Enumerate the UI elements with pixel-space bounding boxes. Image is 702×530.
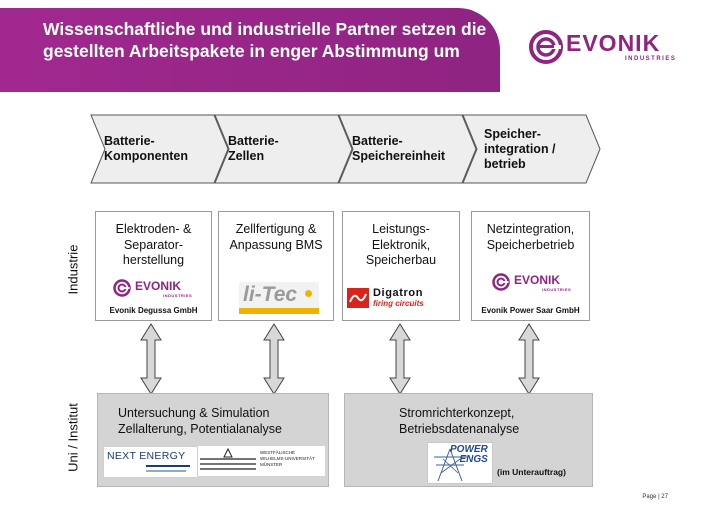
evonik-emblem-icon <box>529 30 563 64</box>
chevron-shape <box>214 114 353 184</box>
evonik-small-logo-subtext: INDUSTRIES <box>163 293 193 298</box>
uni-box-text: Untersuchung & Simulation Zellalterung, … <box>118 406 282 436</box>
chevron-shape <box>90 114 229 184</box>
evonik-small-logo-text: EVONIK <box>514 273 561 287</box>
li-tec-logo-text: li-Tec <box>243 283 298 306</box>
evonik-logo-subtext: INDUSTRIES <box>625 56 677 62</box>
university-building-icon <box>200 447 256 470</box>
evonik-logo: EVONIK INDUSTRIES <box>528 27 678 71</box>
evonik-emblem-icon <box>113 279 131 297</box>
phase-label: Batterie- Zellen <box>228 134 279 163</box>
double-arrow-icon <box>263 323 285 395</box>
li-tec-stripe <box>239 308 319 314</box>
evonik-small-logo-subtext: INDUSTRIES <box>542 287 572 292</box>
double-arrow-icon <box>140 323 162 395</box>
industry-box-2: Zellfertigung & Anpassung BMS li-Tec <box>218 211 334 321</box>
phase-label: Batterie- Speichereinheit <box>352 134 446 163</box>
industry-box-4: Netzintegration, Speicherbetrieb EVONIK … <box>471 211 590 321</box>
industry-box-3: Leistungs- Elektronik, Speicherbau Digat… <box>342 211 460 321</box>
power-engs-logo: POWER ENGS <box>427 442 493 484</box>
phase-chevron-2: Batterie- Zellen <box>214 114 354 184</box>
industry-box-text: Leistungs- Elektronik, Speicherbau <box>365 222 437 267</box>
evonik-small-logo: EVONIK INDUSTRIES <box>492 272 582 294</box>
industry-box-text: Zellfertigung & Anpassung BMS <box>229 222 323 252</box>
chevron-shape <box>462 114 601 184</box>
page-number: Page | 27 <box>642 494 668 500</box>
uni-box-1: Untersuchung & Simulation Zellalterung, … <box>97 393 329 487</box>
phase-chevron-1: Batterie- Komponenten <box>90 114 230 184</box>
industry-box-text: Elektroden- & Separator- herstellung <box>115 222 192 267</box>
phase-chevron-4: Speicher- integration / betrieb <box>462 114 602 184</box>
industry-box-1: Elektroden- & Separator- herstellung EVO… <box>95 211 212 321</box>
phase-label: Batterie- Komponenten <box>104 134 189 163</box>
company-name: Evonik Power Saar GmbH <box>481 306 580 315</box>
phase-label: Speicher- integration / betrieb <box>484 126 556 171</box>
next-energy-logo: NEXT ENERGY <box>103 446 198 478</box>
row-label-uni: Uni / Institut <box>65 403 81 472</box>
digatron-logo: Digatron firing circuits <box>347 286 457 310</box>
evonik-emblem-icon <box>492 273 510 291</box>
double-arrow-icon <box>389 323 411 395</box>
header-band <box>0 8 500 92</box>
digatron-logo-subtext: firing circuits <box>373 299 424 308</box>
industry-box-text: Netzintegration, Speicherbetrieb <box>486 222 575 252</box>
uni-box-text: Stromrichterkonzept, Betriebsdatenanalys… <box>399 406 520 436</box>
chevron-shape <box>338 114 477 184</box>
row-label-industrie: Industrie <box>65 244 81 295</box>
power-engs-logo-text: POWER ENGS <box>450 444 488 465</box>
next-energy-line <box>146 465 190 467</box>
next-energy-logo-text: NEXT ENERGY <box>107 450 186 462</box>
phase-chevron-3: Batterie- Speichereinheit <box>338 114 478 184</box>
double-arrow-icon <box>518 323 540 395</box>
uni-muenster-logo: WESTFÄLISCHE WILHELMS-UNIVERSITÄT MÜNSTE… <box>198 446 325 476</box>
evonik-small-logo-text: EVONIK <box>135 279 182 293</box>
uni-muenster-logo-text: WESTFÄLISCHE WILHELMS-UNIVERSITÄT MÜNSTE… <box>260 450 315 467</box>
evonik-small-logo: EVONIK INDUSTRIES <box>113 278 203 300</box>
slide-title: Wissenschaftliche und industrielle Partn… <box>43 19 487 61</box>
digatron-logo-text: Digatron <box>373 287 424 299</box>
subcontract-note: (im Unterauftrag) <box>497 467 566 477</box>
power-pylon-icon <box>434 448 468 482</box>
company-name: Evonik Degussa GmbH <box>109 306 198 315</box>
uni-box-2: Stromrichterkonzept, Betriebsdatenanalys… <box>344 393 593 487</box>
digatron-wave-icon <box>349 293 367 303</box>
li-tec-logo: li-Tec <box>239 282 319 314</box>
digatron-emblem-icon <box>347 288 369 308</box>
evonik-logo-text: EVONIK <box>566 30 661 56</box>
next-energy-line <box>146 470 186 472</box>
li-tec-dot-icon <box>305 290 312 297</box>
